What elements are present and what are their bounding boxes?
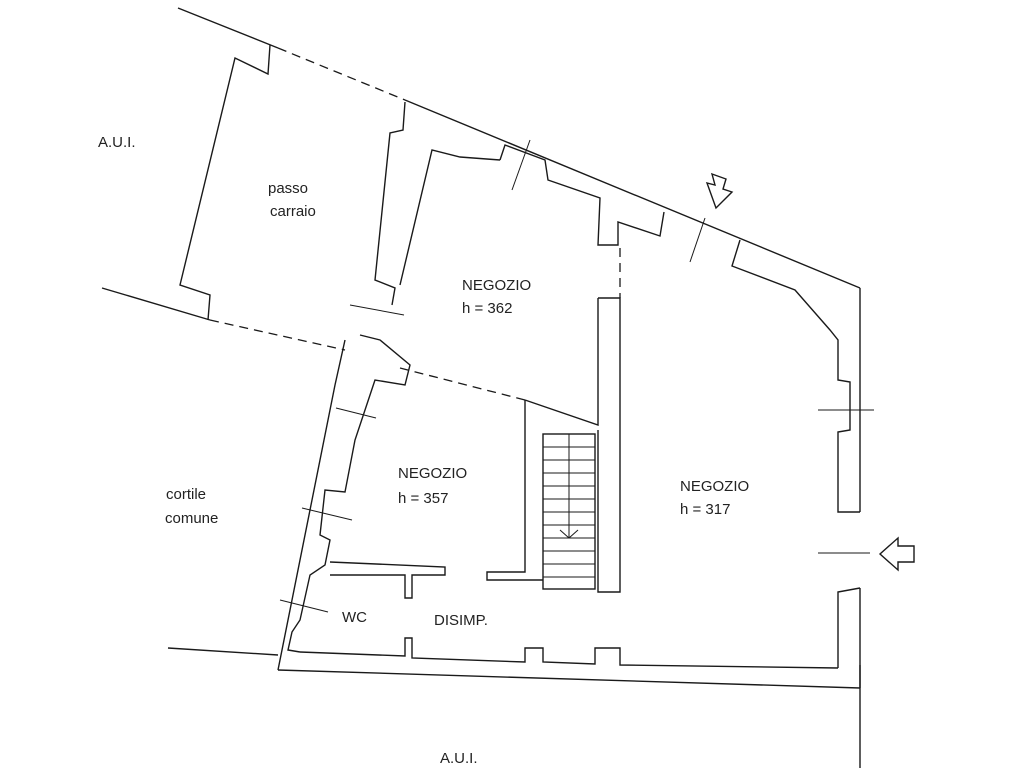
negozio-right-height: h = 317 [680,501,731,518]
disimpegno-bottom-wall [299,637,839,669]
top-boundary-line [177,7,279,49]
disimpegno-label: DISIMP. [434,612,488,629]
door-mark-4 [279,599,329,613]
passo-carraio-label-1: passo [268,180,309,197]
upper-left-boundary-line [101,287,211,321]
negozio-top-height: h = 362 [462,300,513,317]
stair-left-wall [486,400,543,581]
passo-carraio-dashed-bottom [209,319,346,351]
negozio-right-top-wall [731,239,860,513]
entrance-top-mark [689,217,706,263]
negozio-top-name: NEGOZIO [462,277,532,294]
negozio-left-name: NEGOZIO [398,465,468,482]
lower-left-boundary-line [167,647,279,656]
stair-steps [543,434,595,578]
window-top-1-mark [511,139,531,191]
bottom-boundary-line [277,669,861,689]
window-top-1 [499,144,665,246]
outer-right-wall-lower [837,587,861,668]
west-wall-inner [287,334,411,653]
down-arrow-icon [705,172,734,210]
left-arrow-icon [878,536,915,572]
passo-carraio-walls [179,44,271,321]
passo-carraio-label-2: carraio [270,203,316,220]
door-mark-1 [349,304,405,316]
west-wall-outer [277,339,346,671]
north-facade-inner [374,101,406,306]
wc-top-wall [329,561,446,599]
door-mark-3 [301,507,353,521]
aui-bottom-label: A.U.I. [440,750,478,767]
negozio-top-bottom-dashed [399,367,526,401]
negozio-top-inner-wall [399,149,501,286]
north-facade-wall [404,99,861,289]
dividing-wall [597,297,621,593]
door-mark-2 [335,407,377,419]
negozio-left-height: h = 357 [398,490,449,507]
negozio-right-name: NEGOZIO [680,478,750,495]
wc-label: WC [342,609,367,626]
passo-carraio-dashed-top [277,47,406,101]
cortile-label-2: comune [165,510,219,527]
cortile-label-1: cortile [166,486,207,503]
aui-top-label: A.U.I. [98,134,136,151]
negozio-top-bottom-wall [524,298,599,426]
